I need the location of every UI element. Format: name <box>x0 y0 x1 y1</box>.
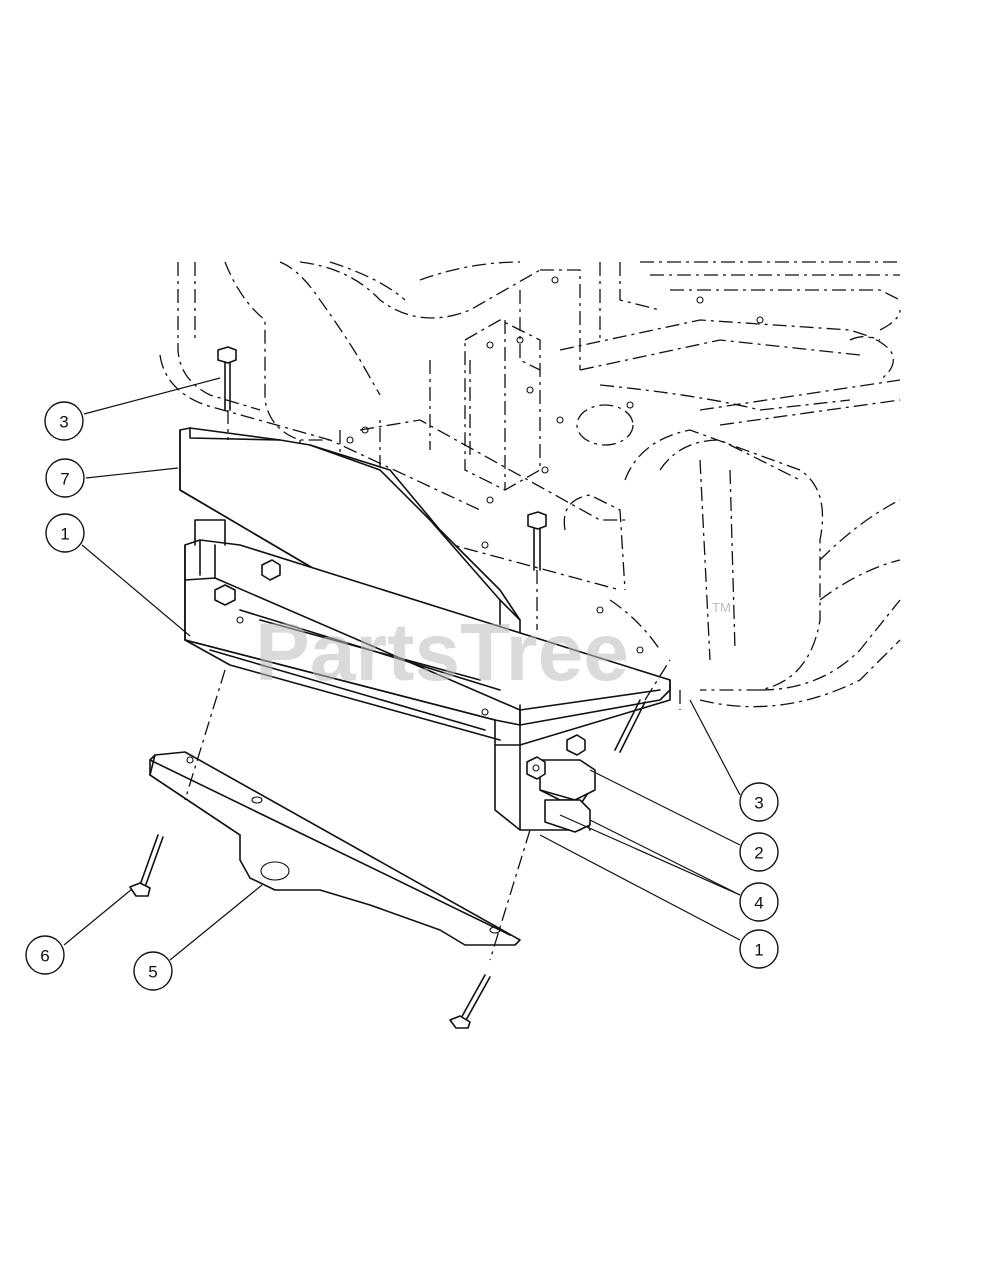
svg-text:TM: TM <box>712 600 731 615</box>
svg-text:3: 3 <box>59 413 68 432</box>
svg-text:7: 7 <box>60 470 69 489</box>
callout-6: 6 <box>25 935 65 975</box>
partstree-watermark: PartsTree TM <box>255 600 731 698</box>
tractor-frame-outline <box>159 261 901 710</box>
part-1-cross-channel <box>184 519 671 831</box>
deck-opening <box>576 404 634 446</box>
callout-leaders <box>63 377 741 961</box>
callout-4: 4 <box>739 882 779 922</box>
callout-5: 5 <box>133 951 173 991</box>
callout-1-left: 1 <box>45 513 85 553</box>
svg-text:4: 4 <box>754 894 763 913</box>
assembly-alignment-lines <box>184 669 531 961</box>
callout-1-right: 1 <box>739 929 779 969</box>
callout-2: 2 <box>739 832 779 872</box>
part-3-bolt-center <box>527 511 547 630</box>
svg-text:PartsTree: PartsTree <box>255 607 629 698</box>
part-5-lower-plate <box>149 751 521 946</box>
callout-3-right: 3 <box>739 782 779 822</box>
svg-text:3: 3 <box>754 794 763 813</box>
part-6-bolt-left <box>129 834 164 897</box>
svg-text:5: 5 <box>148 963 157 982</box>
part-4-angle-brackets <box>526 734 596 833</box>
frame-post-bracket <box>464 319 541 491</box>
part-3-bolt-right-diagonal <box>614 659 671 753</box>
svg-text:6: 6 <box>40 947 49 966</box>
svg-text:1: 1 <box>754 941 763 960</box>
part-3-bolt-upper-left <box>217 346 237 440</box>
part-6-bolt-right <box>449 974 491 1029</box>
left-nut-bracket <box>214 559 281 606</box>
deck-holes <box>326 276 764 667</box>
svg-text:1: 1 <box>60 525 69 544</box>
svg-text:2: 2 <box>754 844 763 863</box>
callout-3-upper-left: 3 <box>44 401 84 441</box>
callout-7: 7 <box>45 458 85 498</box>
